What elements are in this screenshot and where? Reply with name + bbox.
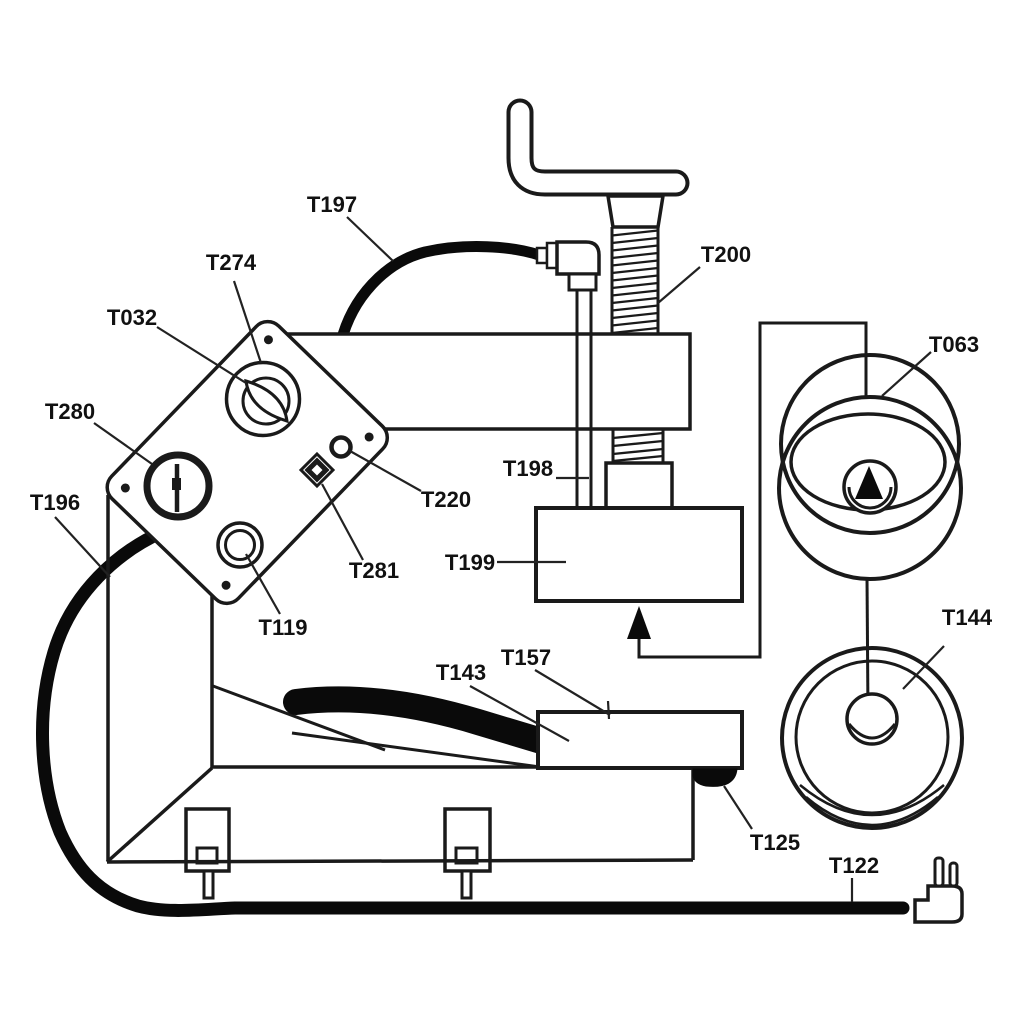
label-t199: T199 xyxy=(445,550,495,575)
label-t063: T063 xyxy=(929,332,979,357)
label-t196: T196 xyxy=(30,490,80,515)
label-t274: T274 xyxy=(206,250,257,275)
valve-arrow-icon xyxy=(855,466,883,499)
press-frame xyxy=(105,495,695,900)
canister xyxy=(777,353,963,581)
panel-screw-dot xyxy=(364,432,374,442)
base-left-edge xyxy=(105,766,214,864)
power-cord-cable xyxy=(36,525,910,917)
lid xyxy=(780,646,964,830)
foot-right xyxy=(443,807,492,900)
toggle-switch[interactable] xyxy=(298,451,336,489)
label-t280: T280 xyxy=(45,399,95,424)
knob-pointer xyxy=(244,378,289,424)
lead-screw-lower xyxy=(611,429,665,463)
screw-nut-block xyxy=(604,461,674,510)
panel-face xyxy=(105,319,390,606)
plug-prong xyxy=(948,861,959,888)
gusset-edge xyxy=(212,684,386,752)
screw-head xyxy=(605,194,666,229)
bench-block xyxy=(536,710,744,770)
label-t157: T157 xyxy=(501,645,551,670)
elbow-connector xyxy=(535,240,601,292)
label-t200: T200 xyxy=(701,242,751,267)
hose-port[interactable] xyxy=(216,521,264,569)
plug-prong xyxy=(933,856,945,888)
part-labels: T197 T274 T032 T280 T196 T200 T063 T198 … xyxy=(30,192,993,878)
corner-bumper xyxy=(692,768,738,787)
label-t125: T125 xyxy=(750,830,800,855)
gauge-tube xyxy=(575,290,593,508)
heat-platen xyxy=(534,506,744,603)
label-t144: T144 xyxy=(942,605,993,630)
coiled-air-hose xyxy=(335,241,545,348)
canister-lid-link xyxy=(865,576,870,715)
flow-path xyxy=(627,321,868,659)
label-t197: T197 xyxy=(307,192,357,217)
label-t122: T122 xyxy=(829,853,879,878)
panel-screw-dot xyxy=(263,335,273,345)
label-t032: T032 xyxy=(107,305,157,330)
timer-knob[interactable] xyxy=(224,360,302,438)
label-t143: T143 xyxy=(436,660,486,685)
lead-screw-upper xyxy=(610,227,660,335)
vacuum-hose xyxy=(283,686,561,756)
label-t198: T198 xyxy=(503,456,553,481)
control-panel xyxy=(105,319,390,606)
power-plug-icon xyxy=(913,884,964,924)
indicator-light xyxy=(329,435,353,459)
gusset-lower-edge xyxy=(291,731,541,769)
pressure-gauge xyxy=(143,451,213,521)
label-t281: T281 xyxy=(349,558,399,583)
up-arrow-icon xyxy=(627,606,651,639)
foot-left xyxy=(184,807,231,900)
lid-knob xyxy=(845,692,899,746)
crank-handle xyxy=(506,98,690,197)
leader-lines xyxy=(54,216,945,902)
power-cord xyxy=(36,525,964,924)
base-bottom-edge xyxy=(106,858,694,864)
panel-screw-dot xyxy=(120,483,130,493)
panel-screw-dot xyxy=(221,580,231,590)
label-t119: T119 xyxy=(259,615,308,640)
label-t220: T220 xyxy=(421,487,471,512)
